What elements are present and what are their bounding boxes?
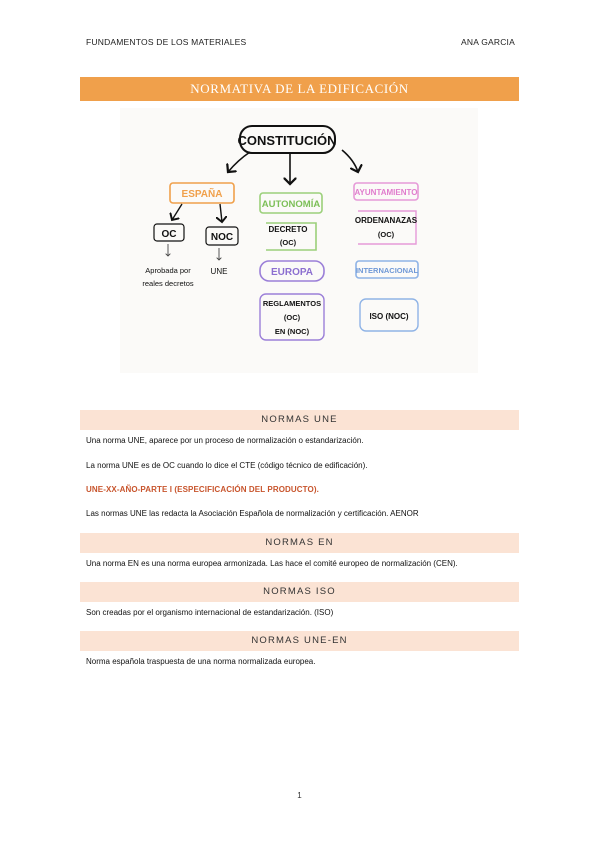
page-number: 1 <box>297 791 302 800</box>
decreto-box <box>266 222 317 251</box>
en-paragraph-1: Una norma EN es una norma europea armoni… <box>86 559 458 568</box>
reglamentos-line3: EN (NOC) <box>275 327 310 336</box>
reglamentos-line1: REGLAMENTOS <box>263 299 321 308</box>
reglamentos-box <box>259 293 325 341</box>
section-heading-une: NORMAS UNE <box>80 410 519 430</box>
ordenanzas-box <box>358 210 417 245</box>
ordenanzas-line1: ORDENANAZAS <box>355 216 418 225</box>
ayuntamiento-box <box>353 182 419 201</box>
diagram-svg: CONSTITUCIÓN ESPAÑA OC Aprobada por real… <box>142 125 419 341</box>
header-left: FUNDAMENTOS DE LOS MATERIALES <box>86 37 247 47</box>
internacional-label: INTERNACIONAL <box>356 266 418 275</box>
oc-box <box>153 223 185 242</box>
decreto-line1: DECRETO <box>269 225 308 234</box>
constitucion-label: CONSTITUCIÓN <box>238 133 337 148</box>
une-en-paragraph-1: Norma española traspuesta de una norma n… <box>86 657 316 666</box>
noc-label: NOC <box>211 232 233 243</box>
une-label: UNE <box>211 267 228 276</box>
section-heading-iso: NORMAS ISO <box>80 582 519 602</box>
une-paragraph-4: Las normas UNE las redacta la Asociación… <box>86 509 419 518</box>
espana-label: ESPAÑA <box>182 187 223 200</box>
oc-label: OC <box>162 229 177 240</box>
concept-diagram: CONSTITUCIÓN ESPAÑA OC Aprobada por real… <box>120 108 478 373</box>
arrow-to-oc <box>172 203 183 220</box>
reglamentos-line2: (OC) <box>284 313 301 322</box>
constitucion-box <box>239 125 336 154</box>
arrow-to-espana <box>228 151 251 172</box>
europa-box <box>259 260 325 282</box>
arrow-to-noc <box>220 203 222 222</box>
une-paragraph-3: UNE-XX-AÑO-PARTE I (ESPECIFICACIÓN DEL P… <box>86 485 319 494</box>
iso-label: ISO (NOC) <box>369 312 408 321</box>
oc-desc-line1: Aprobada por <box>145 266 191 275</box>
iso-paragraph-1: Son creadas por el organismo internacion… <box>86 608 334 617</box>
espana-box <box>169 182 235 204</box>
page-title: NORMATIVA DE LA EDIFICACIÓN <box>80 77 519 101</box>
europa-label: EUROPA <box>271 267 313 278</box>
ayuntamiento-label: AYUNTAMIENTO <box>355 188 418 197</box>
une-paragraph-2: La norma UNE es de OC cuando lo dice el … <box>86 461 368 470</box>
section-heading-une-en: NORMAS UNE-EN <box>80 631 519 651</box>
decreto-line2: (OC) <box>280 238 297 247</box>
header-right: ANA GARCIA <box>461 37 515 47</box>
iso-box <box>359 298 419 332</box>
internacional-box <box>355 260 419 279</box>
section-heading-en: NORMAS EN <box>80 533 519 553</box>
arrow-to-ayuntamiento <box>341 149 358 172</box>
oc-desc-line2: reales decretos <box>142 279 194 288</box>
autonomia-label: AUTONOMÍA <box>262 199 321 210</box>
ordenanzas-line2: (OC) <box>378 230 395 239</box>
une-paragraph-1: Una norma UNE, aparece por un proceso de… <box>86 436 364 445</box>
noc-box <box>205 226 239 246</box>
autonomia-box <box>259 192 323 214</box>
